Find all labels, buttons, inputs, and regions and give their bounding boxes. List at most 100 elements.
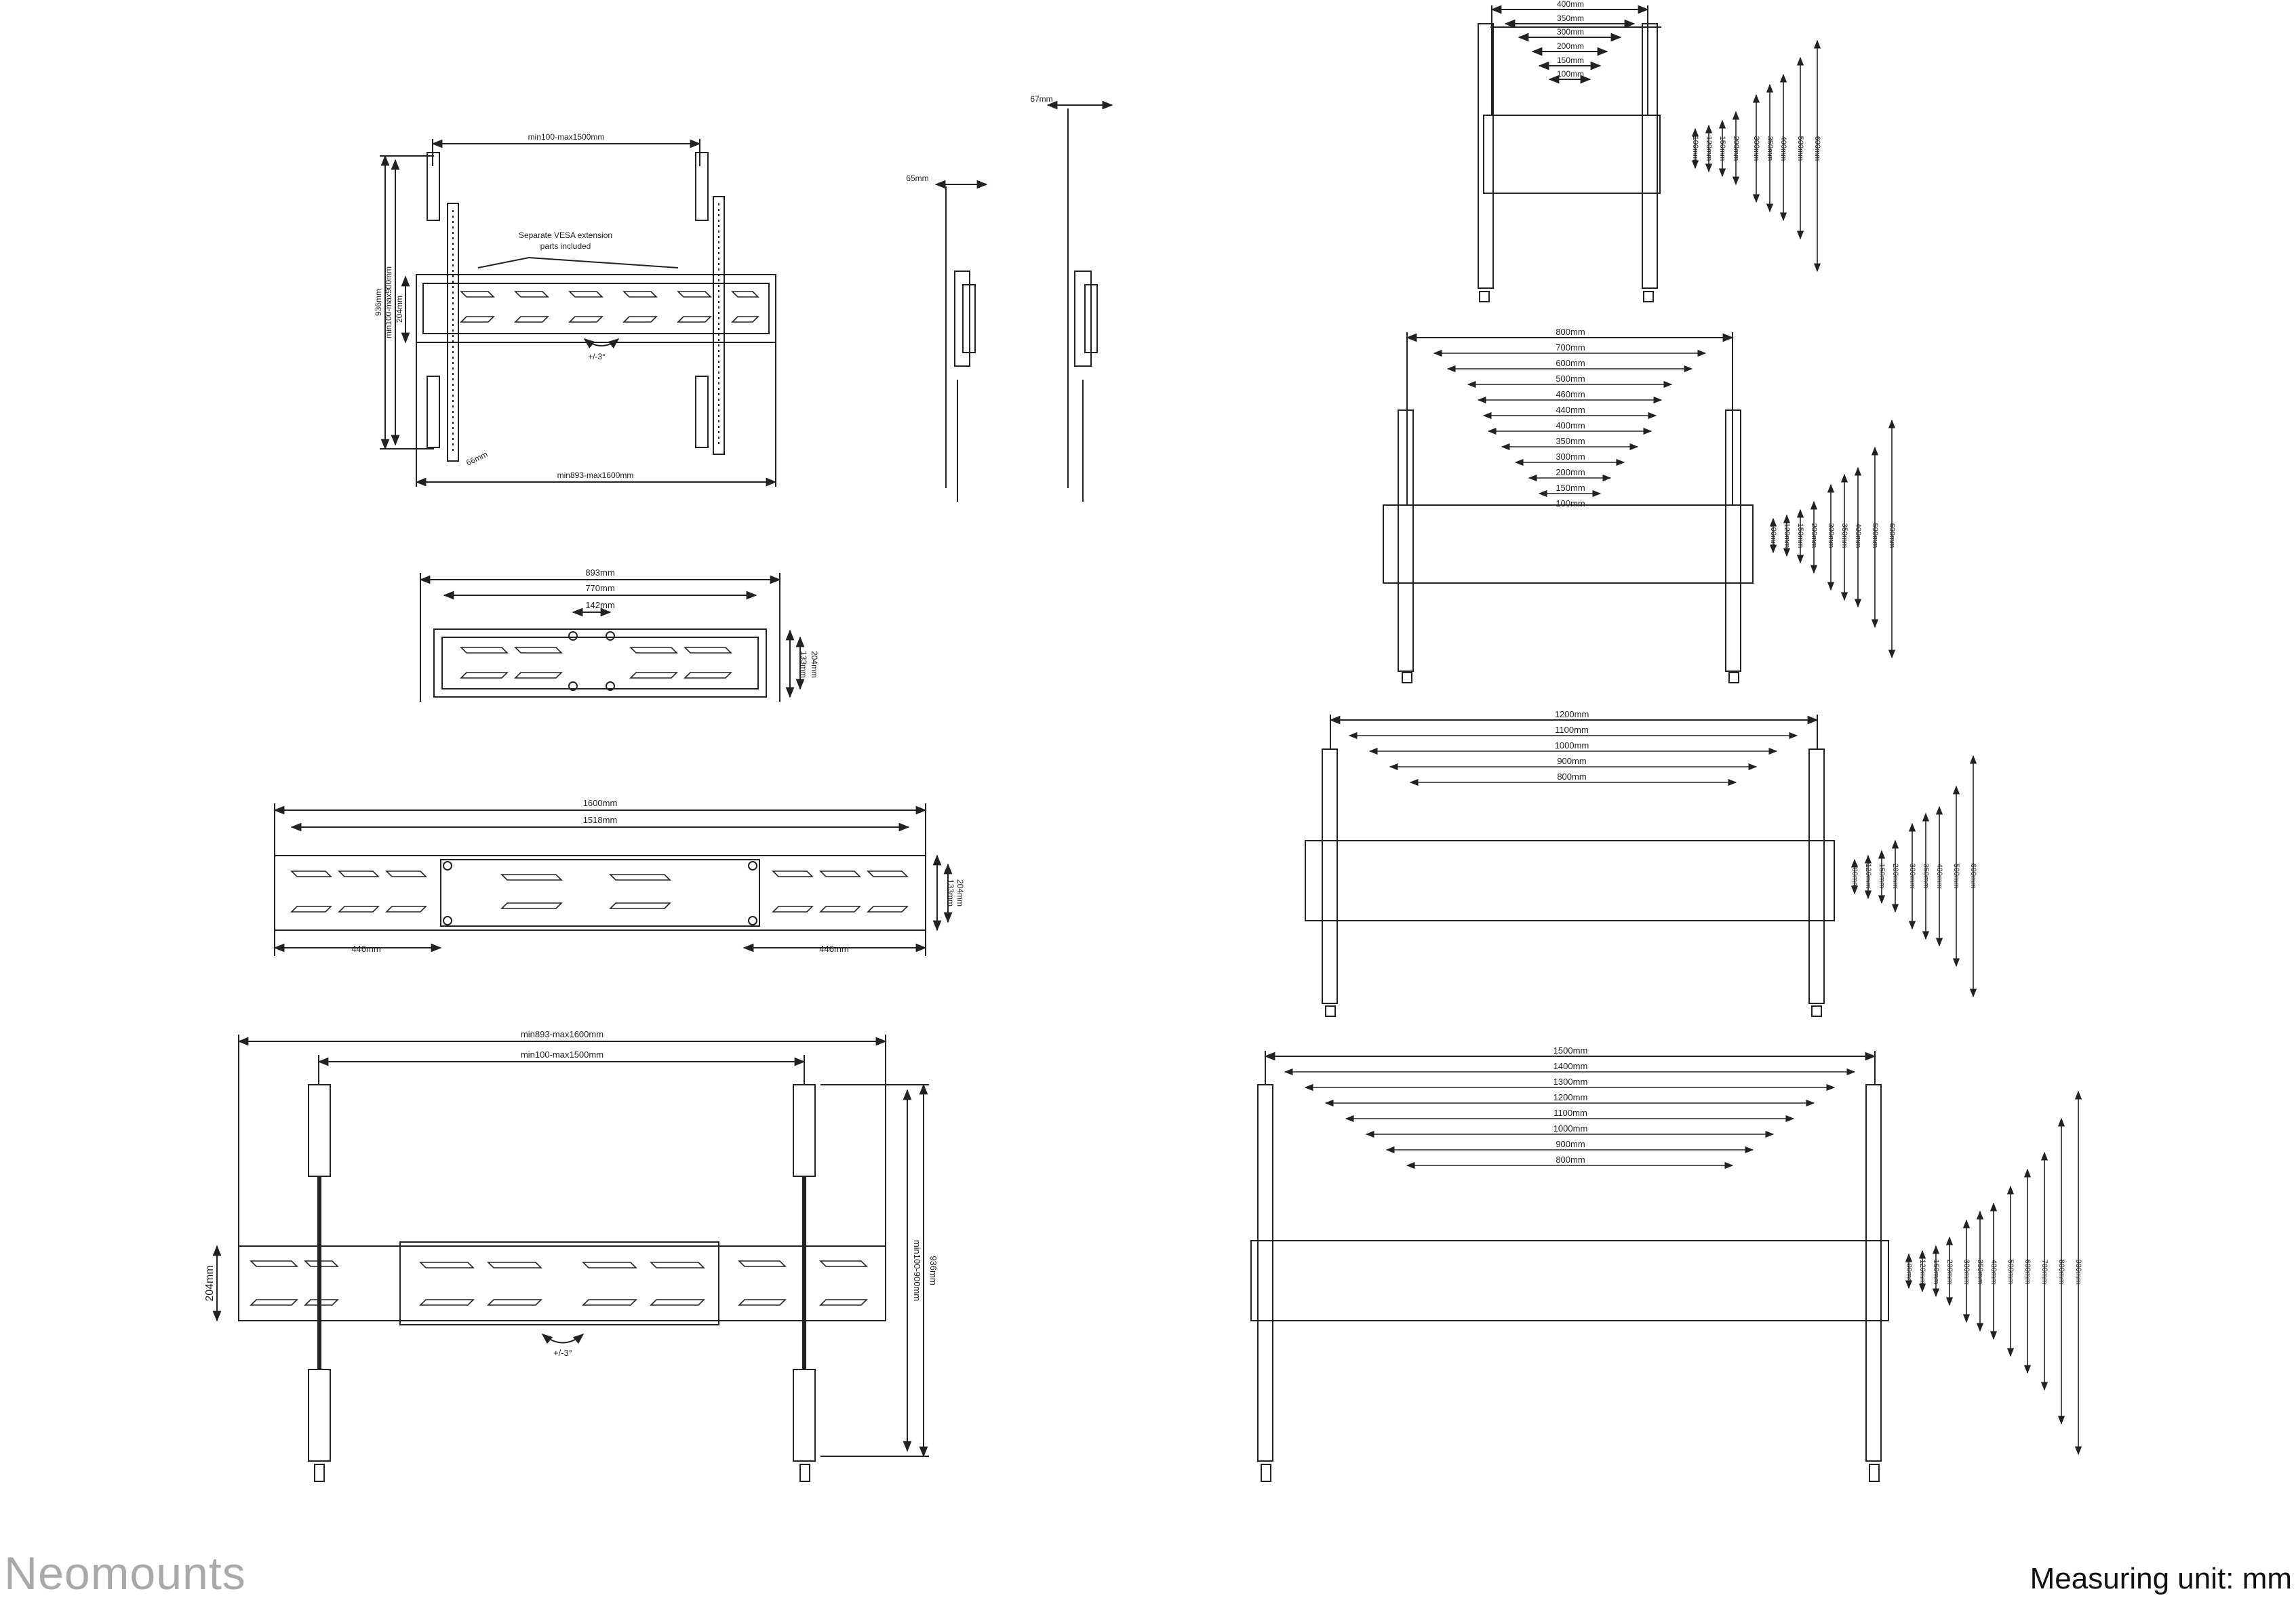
dim-w-200: 200mm: [1556, 467, 1585, 477]
dim-w-440: 440mm: [1556, 405, 1585, 415]
dim-h-600: 600mm: [1969, 864, 1977, 889]
dim-w-350: 350mm: [1557, 14, 1584, 23]
dim-w-1300: 1300mm: [1553, 1077, 1588, 1087]
dim-w-100: 100mm: [1556, 498, 1585, 508]
note-line-1: Separate VESA extension: [519, 231, 612, 240]
dim-w-800: 800mm: [1556, 1155, 1585, 1165]
vesa-1200-labels: 1200mm 1100mm 1000mm 900mm 800mm: [1555, 709, 1589, 782]
dim-w-800: 800mm: [1557, 772, 1586, 782]
dim-w-900: 900mm: [1557, 756, 1586, 766]
rail-long-labels: 1600mm 1518mm 446mm 446mm 204mm 133mm: [351, 798, 965, 954]
dim-h-200: 200mm: [1732, 136, 1740, 161]
vesa-1500-width-dims: [1284, 1068, 1856, 1169]
dim-w-100: 100mm: [1557, 69, 1584, 79]
dim-vesa-span: min100-max1500mm: [521, 1049, 603, 1060]
dim-h-100: 100mm: [1691, 136, 1699, 161]
dim-h-300: 300mm: [1908, 864, 1916, 889]
vesa-800-height-labels: 100mm 120mm 150mm 200mm 300mm 350mm 400m…: [1769, 523, 1896, 548]
note-line-2: parts included: [540, 241, 591, 251]
dim-w-150: 150mm: [1556, 483, 1585, 493]
dim-w-1000: 1000mm: [1553, 1123, 1588, 1134]
vesa-800-labels: 800mm 700mm 600mm 500mm 460mm 440mm 400m…: [1556, 327, 1585, 508]
tilt-mount-front-view: [380, 139, 777, 487]
dim-h-500: 500mm: [1871, 523, 1879, 548]
dim-w-1500: 1500mm: [1553, 1045, 1588, 1056]
dim-h-600: 600mm: [1813, 136, 1821, 161]
dim-w-900: 900mm: [1556, 1139, 1585, 1149]
dim-height-vesa: min100-max900mm: [384, 266, 393, 338]
dim-width-1518: 1518mm: [583, 815, 618, 825]
dim-depth: 66mm: [464, 449, 489, 468]
dim-h-100: 100mm: [1850, 864, 1859, 889]
dim-h-700: 700mm: [2040, 1260, 2048, 1285]
dim-h-800: 800mm: [2057, 1260, 2065, 1285]
dim-top-span: min100-max1500mm: [528, 132, 605, 142]
dim-w-300: 300mm: [1557, 27, 1584, 37]
side-view-large: [1046, 100, 1113, 502]
dim-width-142: 142mm: [585, 600, 614, 610]
full-front-view: [212, 1035, 929, 1482]
dim-w-400: 400mm: [1557, 0, 1584, 9]
dim-h-120: 120mm: [1783, 523, 1791, 548]
dim-ext-right: 446mm: [819, 944, 848, 954]
tilt-label: +/-3°: [588, 352, 606, 361]
dim-h-200: 200mm: [1810, 523, 1818, 548]
dim-side-large-depth: 67mm: [1030, 94, 1052, 104]
dim-h-600: 600mm: [1888, 523, 1896, 548]
vesa-1200-width-dims: [1348, 732, 1798, 786]
vesa-400-labels: 400mm 350mm 300mm 200mm 150mm 100mm: [1557, 0, 1584, 79]
dim-h-400: 400mm: [1854, 523, 1862, 548]
dim-h-400: 400mm: [1990, 1260, 1998, 1285]
vesa-1200-view: [1305, 715, 1835, 1017]
dim-h-200: 200mm: [1891, 864, 1899, 889]
vesa-400-height-labels: 100mm 120mm 150mm 200mm 300mm 350mm 400m…: [1691, 136, 1821, 161]
dim-w-1100: 1100mm: [1555, 725, 1589, 735]
dim-h-100: 100mm: [1769, 523, 1777, 548]
dim-top-span: min893-max1600mm: [521, 1029, 603, 1039]
dim-height-204: 204mm: [810, 651, 819, 678]
vesa-1500-labels: 1500mm 1400mm 1300mm 1200mm 1100mm 1000m…: [1553, 1045, 1588, 1165]
vesa-1200-height-labels: 100mm 120mm 150mm 200mm 300mm 350mm 400m…: [1850, 864, 1977, 889]
dim-h-100: 100mm: [1905, 1260, 1913, 1285]
dim-h-350: 350mm: [1766, 136, 1774, 161]
dim-w-1200: 1200mm: [1553, 1092, 1588, 1102]
dim-w-1100: 1100mm: [1553, 1108, 1587, 1118]
dim-w-1000: 1000mm: [1555, 740, 1589, 751]
dim-h-150: 150mm: [1718, 136, 1726, 161]
dim-height-outer: 936mm: [928, 1256, 938, 1285]
vesa-800-view: [1383, 332, 1754, 683]
rail-long-view: [273, 803, 953, 956]
dim-height-outer: 936mm: [374, 289, 383, 316]
dim-w-300: 300mm: [1556, 452, 1585, 462]
dim-h-300: 300mm: [1752, 136, 1760, 161]
dim-h-600: 600mm: [2023, 1260, 2032, 1285]
dim-rail-height: 204mm: [395, 296, 404, 323]
dim-w-500: 500mm: [1556, 374, 1585, 384]
rail-short-labels: 893mm 770mm 142mm 204mm 133mm: [585, 567, 819, 678]
dim-h-500: 500mm: [1796, 136, 1804, 161]
dim-bottom-span: min893-max1600mm: [557, 471, 634, 480]
dim-h-150: 150mm: [1932, 1260, 1940, 1285]
dim-h-400: 400mm: [1779, 136, 1787, 161]
dim-h-300: 300mm: [1827, 523, 1835, 548]
dim-height-133: 133mm: [946, 879, 955, 906]
dim-h-200: 200mm: [1945, 1260, 1954, 1285]
vesa-1500-height-labels: 100mm 120mm 150mm 200mm 300mm 350mm 400m…: [1905, 1260, 2082, 1285]
dim-height-vesa: min100-900mm: [912, 1240, 922, 1301]
dim-h-500: 500mm: [1952, 864, 1960, 889]
vesa-800-width-dims: [1433, 349, 1707, 498]
measuring-unit: Measuring unit: mm: [2030, 1562, 2292, 1596]
dim-h-350: 350mm: [1922, 864, 1930, 889]
rail-short-view: [419, 573, 805, 702]
vesa-800-vertical-dims: [1769, 419, 1896, 659]
dim-width-1600: 1600mm: [583, 798, 618, 808]
dim-w-1400: 1400mm: [1553, 1061, 1588, 1071]
dim-h-900: 900mm: [2074, 1260, 2082, 1285]
measuring-unit-value: mm: [2242, 1562, 2292, 1595]
vesa-400-vertical-dims: [1691, 39, 1821, 273]
vesa-1500-vertical-dims: [1905, 1090, 2082, 1456]
dim-w-700: 700mm: [1556, 342, 1585, 353]
dim-w-400: 400mm: [1556, 420, 1585, 431]
dim-h-120: 120mm: [1918, 1260, 1926, 1285]
